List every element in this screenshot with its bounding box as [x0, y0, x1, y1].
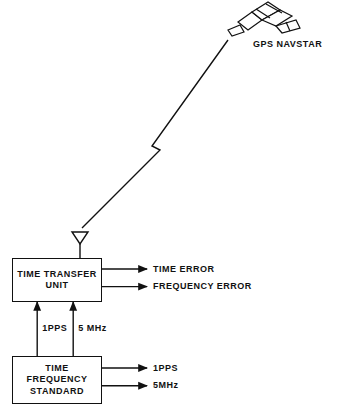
radio-link	[82, 40, 228, 228]
output-arrow	[102, 385, 147, 386]
signal-arrow	[72, 302, 73, 356]
antenna-symbol	[72, 232, 88, 258]
satellite-name: GPS NAVSTAR	[252, 40, 323, 49]
output-signal: TIME ERROR	[152, 265, 216, 274]
signal-name: 1PPS	[41, 324, 68, 333]
process-box: TIME TRANSFER UNIT	[12, 258, 102, 302]
output-arrow	[102, 367, 147, 368]
output-arrow	[102, 286, 147, 287]
signal-name: 5 MHz	[77, 324, 108, 333]
satellite-icon	[228, 2, 300, 36]
output-arrow	[102, 268, 147, 269]
box-label: TIME FREQUENCY STANDARD	[17, 363, 97, 397]
signal-arrow	[37, 302, 38, 356]
box-label: TIME TRANSFER UNIT	[17, 269, 97, 292]
output-signal: FREQUENCY ERROR	[152, 282, 253, 291]
process-box: TIME FREQUENCY STANDARD	[12, 356, 102, 404]
output-signal: 5MHz	[152, 381, 180, 390]
output-signal: 1PPS	[152, 364, 179, 373]
